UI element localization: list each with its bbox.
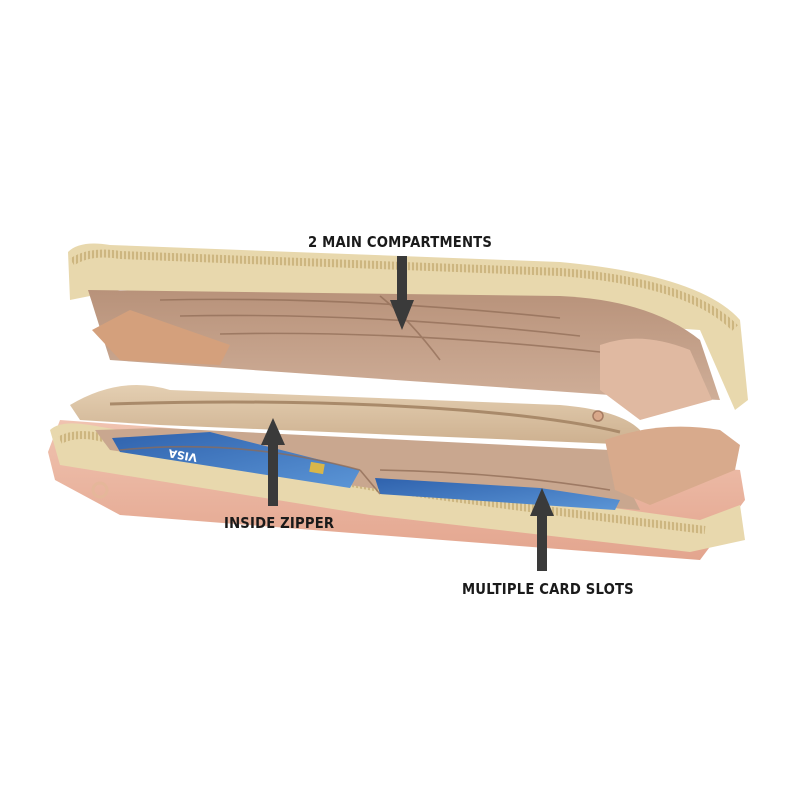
back-compartment-lining: [88, 290, 720, 400]
label-inside-zipper: INSIDE ZIPPER: [224, 514, 335, 532]
front-right-pocket: [605, 426, 740, 505]
back-zipper-teeth: [69, 249, 738, 331]
card-chip: [309, 461, 325, 475]
middle-divider: [70, 385, 640, 445]
credit-card-left: [112, 432, 360, 488]
label-card-slots: MULTIPLE CARD SLOTS: [462, 580, 634, 598]
zipper-pull: [592, 410, 604, 422]
left-gusset: [92, 310, 230, 365]
credit-card-right: [375, 478, 620, 510]
arrow-card-slots: [530, 488, 554, 571]
arrow-compartments: [390, 256, 414, 330]
keyring-loop: [91, 481, 109, 499]
arrow-inside-zipper: [261, 418, 285, 506]
right-gusset: [600, 338, 712, 420]
card-brand-text: VISA: [167, 446, 198, 464]
back-card-slot-lines: [159, 295, 601, 361]
back-zipper-panel: [68, 243, 748, 410]
inside-zipper-line: [109, 400, 621, 434]
front-card-slot-lines: [119, 445, 611, 495]
label-main-compartments: 2 MAIN COMPARTMENTS: [308, 233, 493, 251]
